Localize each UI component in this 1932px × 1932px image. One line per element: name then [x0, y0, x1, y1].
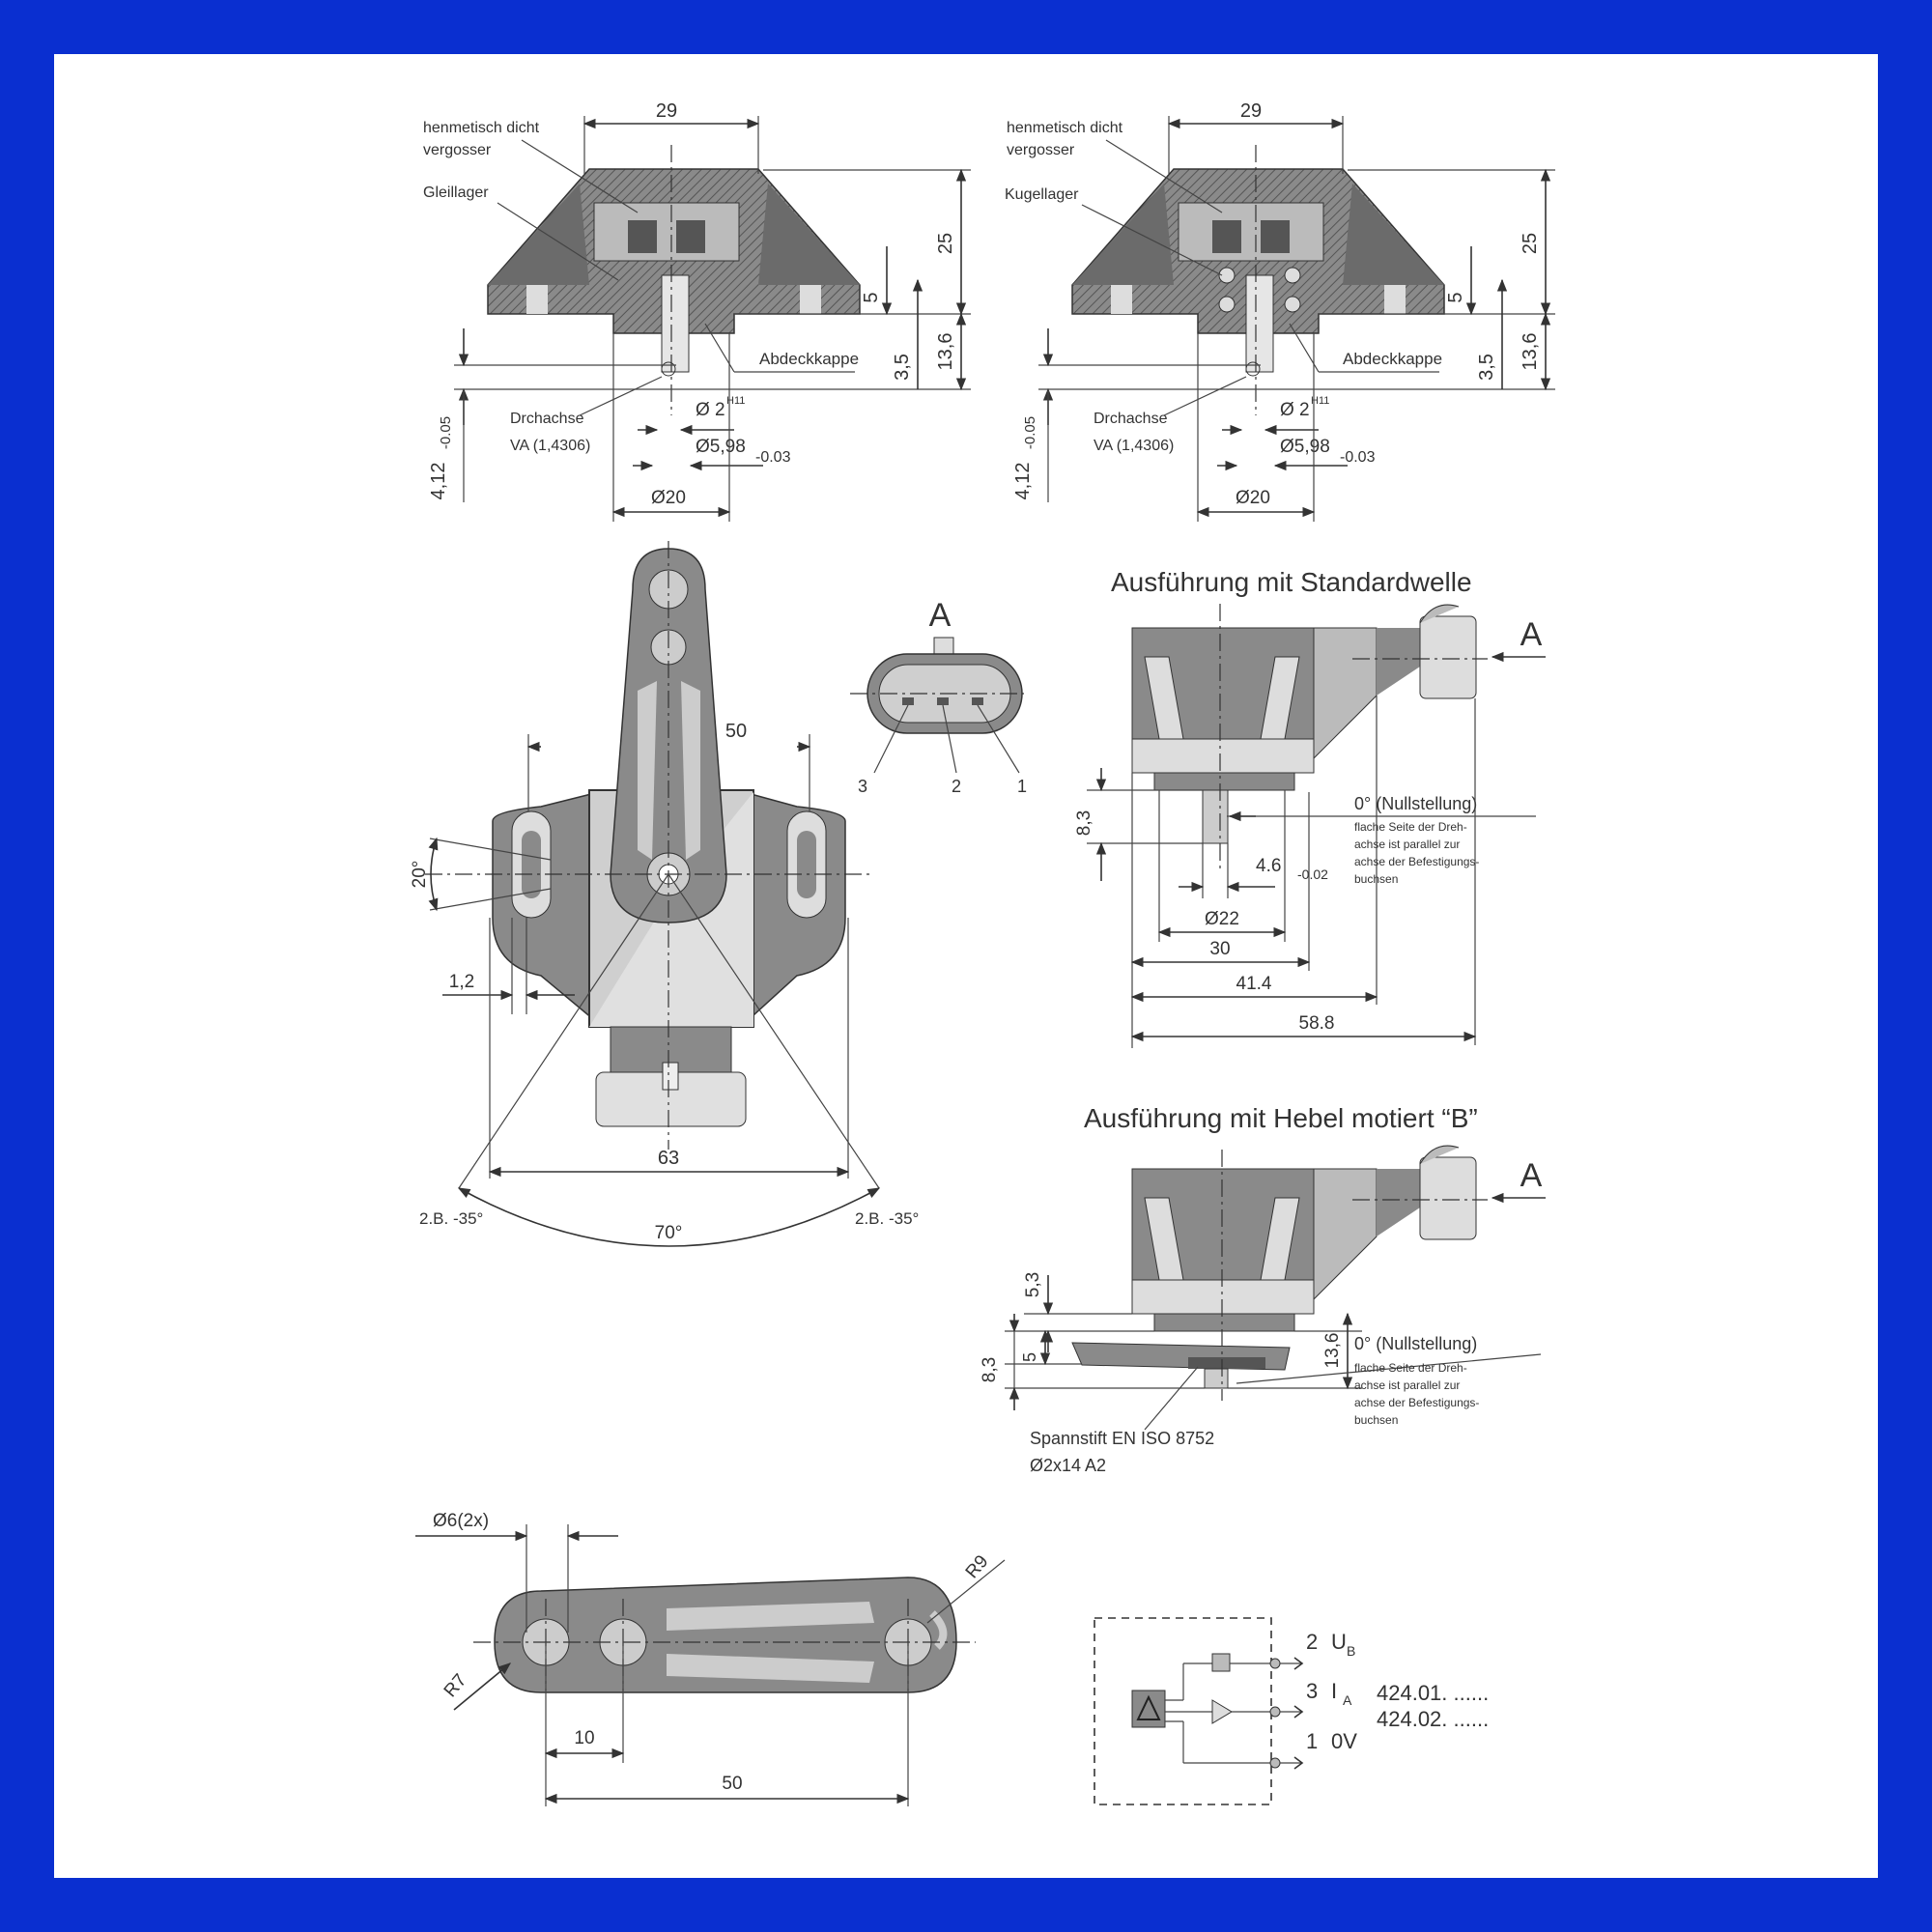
- dim-d598: Ø5,98: [696, 437, 746, 457]
- dim-63: 63: [658, 1148, 679, 1169]
- dim-13-6: 13,6: [935, 333, 956, 371]
- zero-note-1: flache Seite der Dreh-: [1354, 820, 1467, 834]
- label-axis-material: VA (1,4306): [1094, 438, 1174, 454]
- dim-8-3: 8,3: [1074, 810, 1094, 836]
- view-arrow-a: A: [1520, 1157, 1543, 1194]
- dim-3-5: 3,5: [892, 354, 913, 381]
- angle-right: 2.B. -35°: [855, 1209, 919, 1228]
- pin-label-size: Ø2x14 A2: [1030, 1456, 1106, 1475]
- dim-13-6: 13,6: [1322, 1333, 1343, 1369]
- dim-29: 29: [1240, 100, 1262, 122]
- pin-label: Spannstift EN ISO 8752: [1030, 1429, 1214, 1448]
- dim-30: 30: [1209, 939, 1230, 959]
- angle-total: 70°: [655, 1223, 683, 1243]
- dim-5: 5: [861, 292, 882, 302]
- zero-note-3: achse der Befestigungs-: [1354, 1396, 1479, 1409]
- lever-mounted-title: Ausführung mit Hebel motiert “B”: [1084, 1103, 1478, 1133]
- section-view-plain-bearing: 29 henmetisch dicht vergosser Gleillager…: [423, 100, 971, 522]
- label-cap: Abdeckkappe: [1343, 350, 1442, 368]
- dim-50: 50: [722, 1774, 742, 1794]
- dim-4-12-tol: -0.05: [1022, 416, 1038, 449]
- dim-d2-tol: H11: [1311, 395, 1329, 407]
- dim-d20: Ø20: [1236, 488, 1270, 508]
- wiring-schematic: 2 U B 3 I A 1 0V 424.01. ...... 424.02. …: [1094, 1617, 1489, 1805]
- pin-1: 1: [1017, 777, 1027, 796]
- pin-1-number: 1: [1306, 1729, 1318, 1753]
- zero-note-2: achse ist parallel zur: [1354, 1378, 1460, 1392]
- angle-left: 2.B. -35°: [419, 1209, 483, 1228]
- dim-d22: Ø22: [1205, 909, 1239, 929]
- zero-position-title: 0° (Nullstellung): [1354, 1334, 1477, 1353]
- dim-5-3: 5,3: [1023, 1272, 1043, 1297]
- dim-4-12-tol: -0.05: [438, 416, 454, 449]
- technical-drawing: 29 henmetisch dicht vergosser Gleillager…: [410, 100, 1555, 1806]
- zero-note-4: buchsen: [1354, 1413, 1398, 1427]
- dim-3-5: 3,5: [1476, 354, 1497, 381]
- label-bearing: Gleillager: [423, 185, 489, 201]
- label-bearing: Kugellager: [1005, 186, 1079, 203]
- label-cap: Abdeckkappe: [759, 350, 859, 368]
- view-arrow-a: A: [1520, 616, 1543, 653]
- dim-d2-tol: H11: [726, 395, 745, 407]
- dim-41-4: 41.4: [1236, 974, 1272, 994]
- label-sealed: henmetisch dicht: [1007, 120, 1123, 136]
- side-view-standard-shaft: Ausführung mit Standardwelle A 0° (Nulls…: [1074, 567, 1546, 1048]
- dim-10: 10: [574, 1728, 594, 1748]
- pin-3-number: 3: [1306, 1679, 1318, 1703]
- section-view-ball-bearing: 29 henmetisch dicht vergosser Kugellager…: [1005, 100, 1555, 522]
- connector-view-label: A: [929, 597, 952, 634]
- dim-d598-tol: -0.03: [755, 449, 791, 466]
- top-view-with-lever: 50 20° 1,2 63 2.B. -35° 2.B. -35° 70°: [410, 541, 919, 1247]
- dim-d2: Ø 2: [1280, 400, 1310, 420]
- dim-4-6-tol: -0.02: [1297, 867, 1328, 882]
- zero-note-1: flache Seite der Dreh-: [1354, 1361, 1467, 1375]
- dim-25: 25: [935, 233, 956, 254]
- lever-detail: Ø6(2x) R9 R7 10 50: [415, 1511, 1006, 1806]
- dim-8-3: 8,3: [980, 1357, 1000, 1382]
- part-number-1: 424.01. ......: [1377, 1681, 1489, 1705]
- label-sealed-2: vergosser: [1007, 142, 1075, 158]
- dim-r7: R7: [440, 1670, 471, 1701]
- dim-58-8: 58.8: [1299, 1013, 1335, 1034]
- standard-shaft-title: Ausführung mit Standardwelle: [1111, 567, 1472, 597]
- pin-2-number: 2: [1306, 1630, 1318, 1654]
- zero-note-3: achse der Befestigungs-: [1354, 855, 1479, 868]
- dim-4-12: 4,12: [428, 463, 449, 500]
- label-sealed: henmetisch dicht: [423, 120, 540, 136]
- part-number-2: 424.02. ......: [1377, 1707, 1489, 1731]
- pin-2-signal-sub: B: [1347, 1643, 1355, 1659]
- dim-d20: Ø20: [651, 488, 686, 508]
- pin-1-signal: 0V: [1331, 1729, 1357, 1753]
- dim-25: 25: [1520, 233, 1541, 254]
- label-axis: Drchachse: [510, 411, 584, 427]
- dim-1-2: 1,2: [449, 972, 474, 992]
- label-sealed-2: vergosser: [423, 142, 492, 158]
- dim-29: 29: [656, 100, 677, 122]
- drawing-sheet: 29 henmetisch dicht vergosser Gleillager…: [54, 54, 1878, 1878]
- dim-5: 5: [1020, 1352, 1039, 1362]
- pin-3-signal: I: [1331, 1679, 1337, 1703]
- zero-position-title: 0° (Nullstellung): [1354, 794, 1477, 813]
- dim-d598-tol: -0.03: [1340, 449, 1376, 466]
- side-view-lever-mounted: Ausführung mit Hebel motiert “B” A 5,3 8…: [980, 1103, 1546, 1475]
- dim-20deg: 20°: [410, 861, 430, 889]
- dim-r9: R9: [962, 1551, 993, 1582]
- dim-d6: Ø6(2x): [433, 1511, 489, 1531]
- zero-note-2: achse ist parallel zur: [1354, 838, 1460, 851]
- pin-3-signal-sub: A: [1343, 1692, 1352, 1708]
- pin-2-signal: U: [1331, 1630, 1347, 1654]
- connector-view-a: A 3 2 1: [850, 597, 1027, 796]
- dim-d598: Ø5,98: [1280, 437, 1330, 457]
- label-axis-material: VA (1,4306): [510, 438, 590, 454]
- pin-3: 3: [858, 777, 867, 796]
- dim-4-12: 4,12: [1012, 463, 1034, 500]
- dim-4-6: 4.6: [1256, 856, 1281, 876]
- dim-5: 5: [1445, 292, 1466, 302]
- dim-50: 50: [725, 721, 747, 742]
- label-axis: Drchachse: [1094, 411, 1168, 427]
- pin-2: 2: [952, 777, 961, 796]
- dim-13-6: 13,6: [1520, 333, 1541, 371]
- dim-d2: Ø 2: [696, 400, 725, 420]
